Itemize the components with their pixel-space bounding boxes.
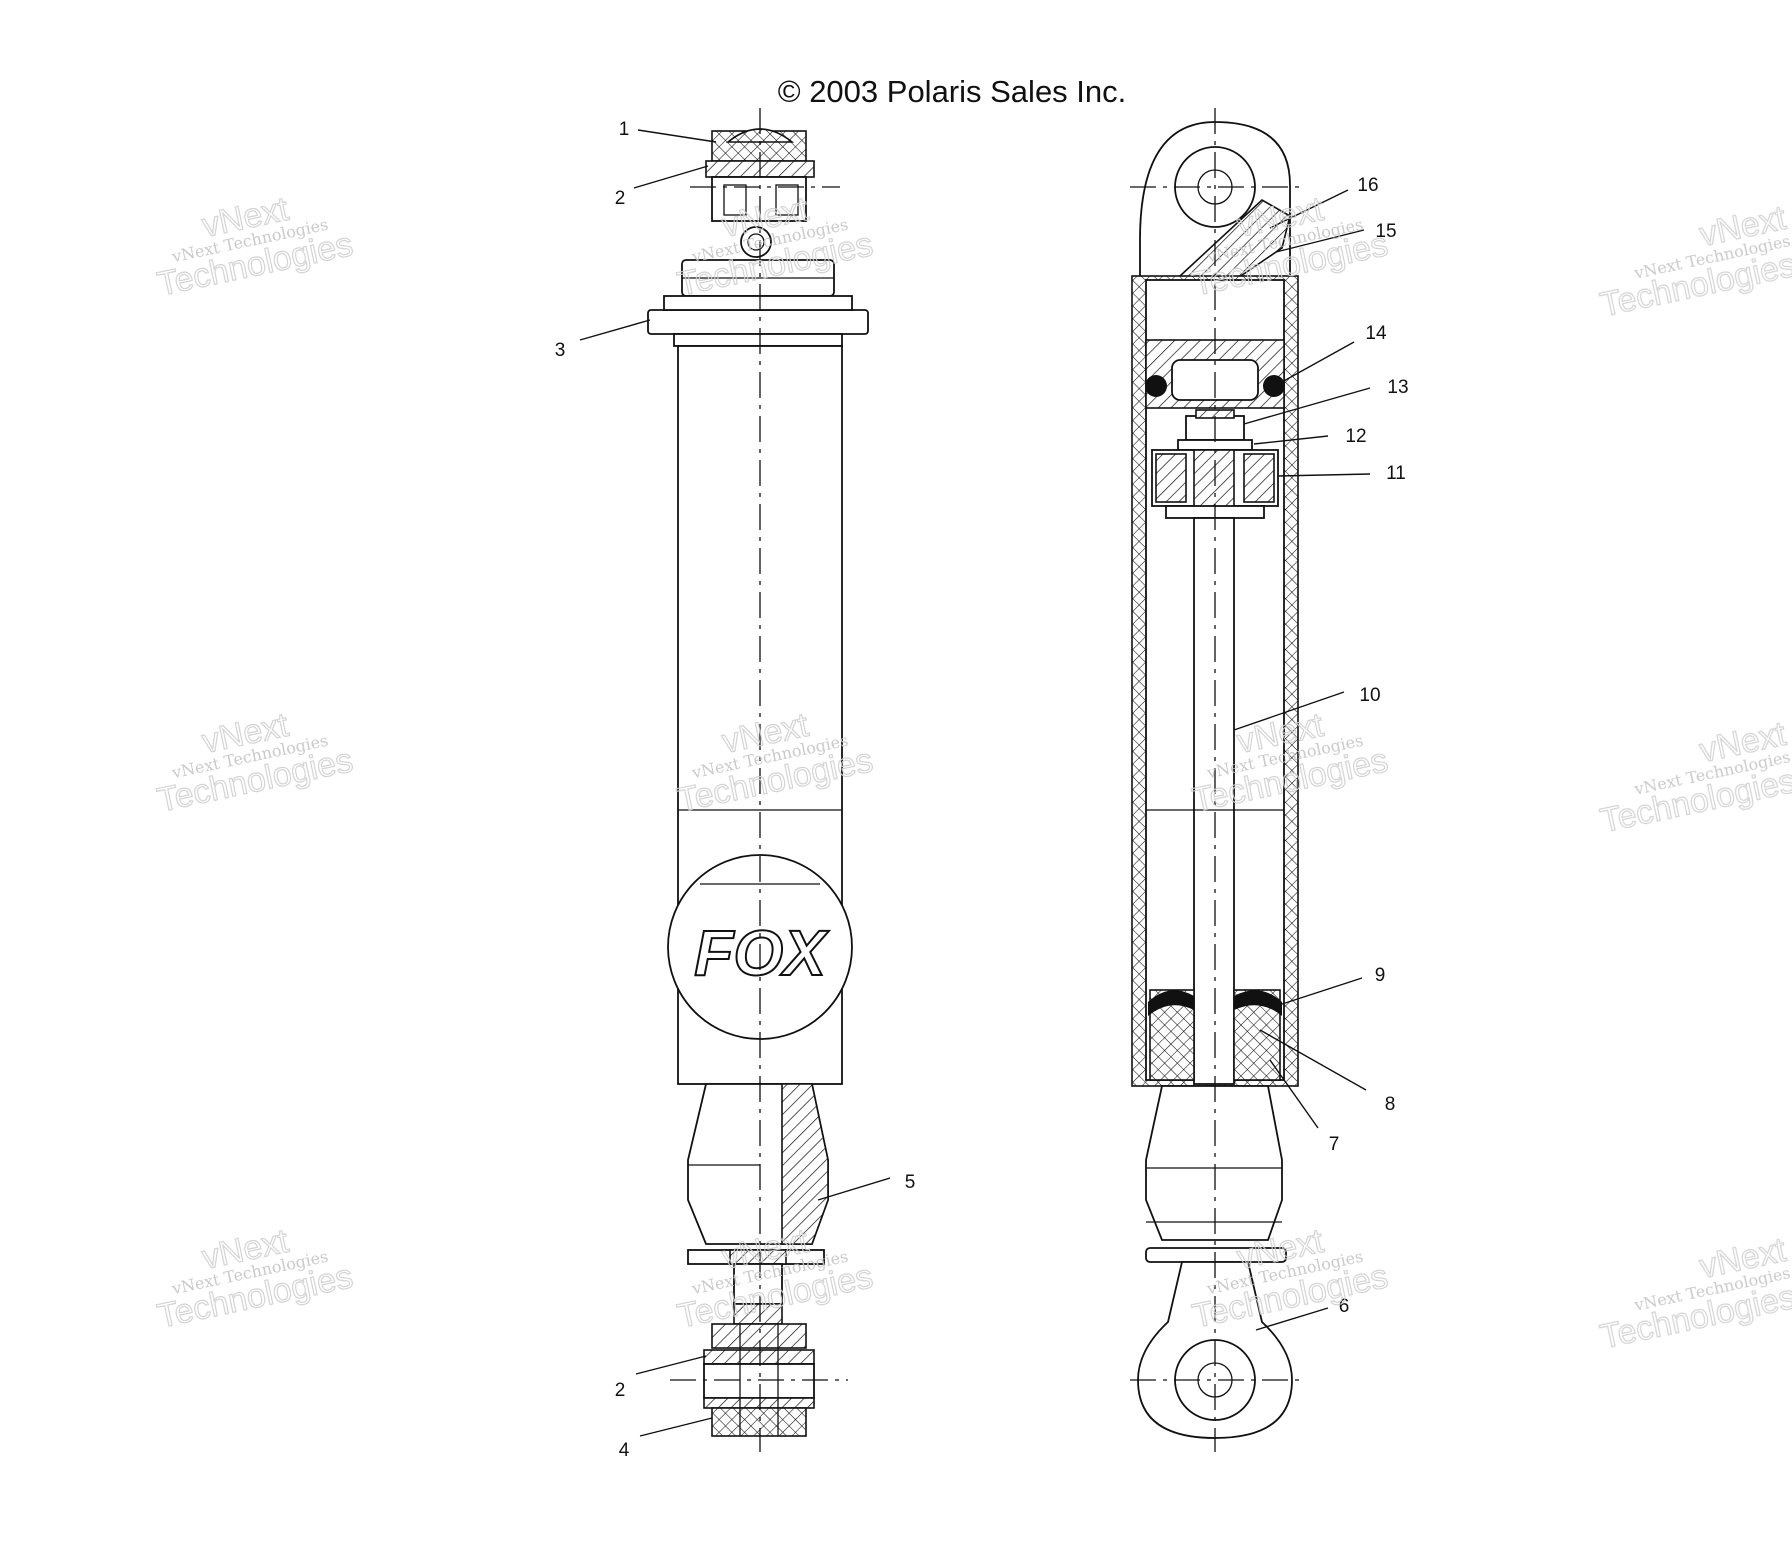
watermark-12: vNext vNext Technologies Technologies <box>1597 1230 1792 1357</box>
callout-7: 7 <box>1329 1134 1340 1155</box>
copyright-text: © 2003 Polaris Sales Inc. <box>778 74 1127 109</box>
bottom-body-section <box>1145 1085 1283 1241</box>
wiper-seal-left <box>1148 990 1194 1016</box>
fox-logo-text: FOX <box>694 917 829 989</box>
callout-9: 9 <box>1375 965 1386 986</box>
callout-11: 11 <box>1386 463 1406 484</box>
lower-sleeve-top <box>711 1323 807 1349</box>
watermark-8: vNext vNext Technologies Technologies <box>1597 714 1792 841</box>
top-eyelet-body <box>711 176 807 222</box>
watermark-10: vNext vNext Technologies Technologies <box>674 1221 877 1336</box>
callout-2-bottom: 2 <box>615 1380 626 1401</box>
callout-16: 16 <box>1357 175 1378 196</box>
lower-sleeve <box>703 1349 815 1365</box>
watermark-4: vNext vNext Technologies Technologies <box>1597 198 1792 325</box>
shock-section-view <box>1130 108 1300 1452</box>
callout-3: 3 <box>555 340 566 361</box>
callout-2-top: 2 <box>615 188 626 209</box>
callout-6: 6 <box>1339 1296 1350 1317</box>
shock-external-view: FOX <box>647 108 869 1452</box>
piston-rod <box>1193 517 1235 1085</box>
watermark-1: vNext vNext Technologies Technologies <box>154 189 357 304</box>
callout-13: 13 <box>1387 377 1408 398</box>
callout-10: 10 <box>1359 685 1380 706</box>
callout-15: 15 <box>1375 221 1396 242</box>
watermark-2: vNext vNext Technologies Technologies <box>674 189 877 304</box>
top-cap-dome <box>725 128 795 143</box>
wiper-seal-right <box>1234 990 1282 1016</box>
callout-12: 12 <box>1345 426 1366 447</box>
callout-4: 4 <box>619 1440 630 1461</box>
boot-section-hatch <box>781 1083 829 1245</box>
watermark-9: vNext vNext Technologies Technologies <box>154 1221 357 1336</box>
top-eyelet-bolt <box>740 226 772 258</box>
callout-14: 14 <box>1365 323 1387 344</box>
callout-8: 8 <box>1385 1094 1396 1115</box>
preload-collar <box>647 309 869 335</box>
callout-1: 1 <box>619 119 630 140</box>
o-ring-left <box>1145 375 1167 397</box>
callouts: 1 2 3 2 4 5 6 7 8 9 10 11 12 13 14 15 16 <box>555 119 1409 1461</box>
o-ring-right <box>1263 375 1285 397</box>
lower-bushing <box>711 1407 807 1437</box>
watermarks: vNext vNext Technologies Technologies vN… <box>154 189 1792 1357</box>
callout-5: 5 <box>905 1172 916 1193</box>
lower-spacer <box>703 1397 815 1409</box>
watermark-5: vNext vNext Technologies Technologies <box>154 705 357 820</box>
